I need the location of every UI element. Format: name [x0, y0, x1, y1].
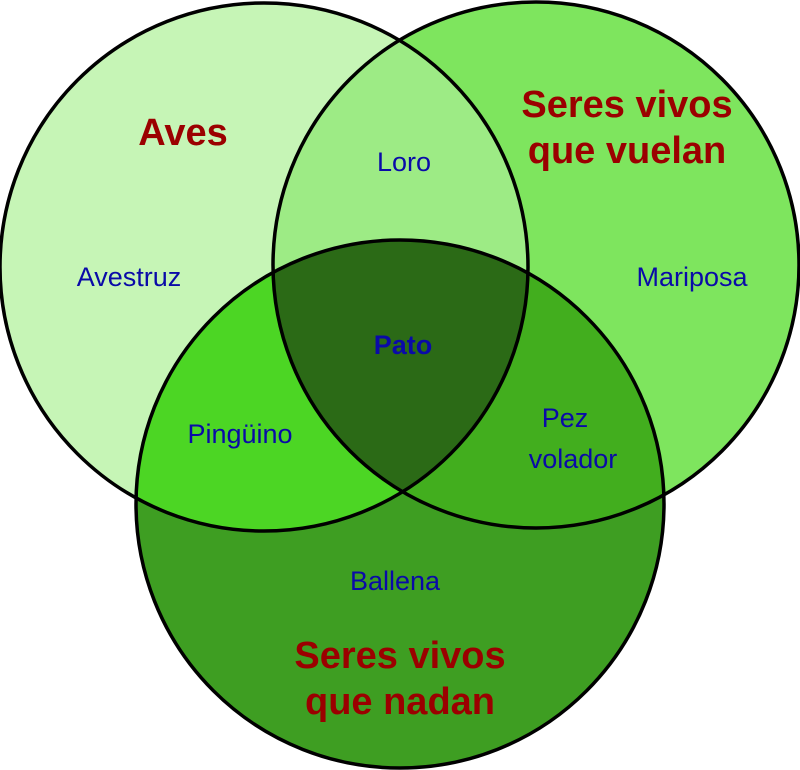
item-pato: Pato [373, 330, 433, 360]
item-mariposa: Mariposa [636, 262, 748, 292]
item-volador: volador [528, 444, 618, 474]
title-line: Seres vivos [521, 84, 733, 126]
aves-outline [0, 1, 530, 533]
item-ballena: Ballena [349, 566, 441, 596]
nadan-outline [134, 238, 666, 770]
title-line: que vuelan [527, 130, 727, 172]
item-loro: Loro [376, 147, 432, 177]
set-title-aves: Aves [138, 110, 227, 156]
title-line: Aves [138, 112, 228, 154]
title-line: que nadan [304, 681, 496, 723]
item-pez: Pez [541, 403, 589, 433]
item-avestruz: Avestruz [76, 262, 182, 292]
item-pinguino: Pingüino [187, 419, 293, 449]
title-line: Seres vivos [294, 635, 506, 677]
vuelan-outline [271, 0, 800, 530]
set-title-vuelan: Seres vivos que vuelan [521, 82, 732, 174]
set-title-nadan: Seres vivos que nadan [294, 633, 505, 725]
